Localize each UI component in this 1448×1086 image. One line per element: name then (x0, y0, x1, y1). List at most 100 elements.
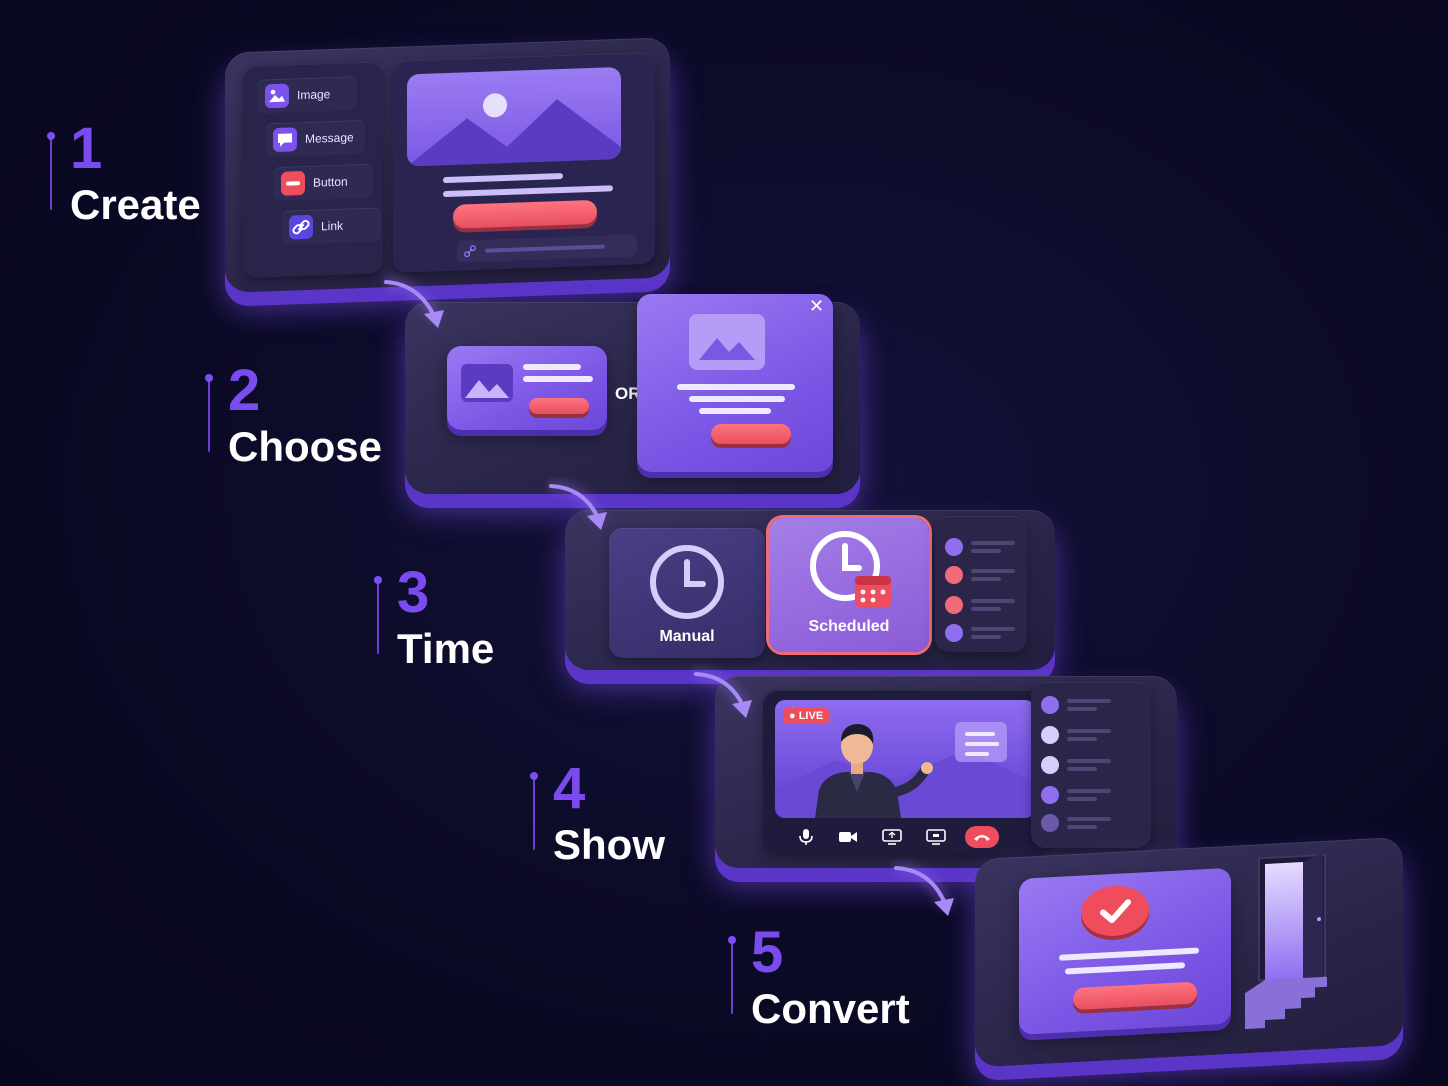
participant-list (1031, 682, 1151, 848)
step-3-title: Time (397, 625, 495, 672)
popup-image (689, 314, 765, 370)
tool-image[interactable]: Image (257, 76, 357, 114)
participant-name-line (1067, 789, 1111, 793)
step-1-dot (47, 132, 55, 140)
conversion-card (1019, 867, 1231, 1035)
scheduled-option[interactable]: Scheduled (769, 518, 929, 652)
tool-image-label: Image (297, 87, 331, 103)
arrow-show-to-convert (894, 866, 954, 916)
attendee-detail-line (971, 607, 1001, 611)
participant-detail-line (1067, 767, 1097, 771)
attendee-detail-line (971, 577, 1001, 581)
attendee-name-line (971, 541, 1015, 545)
live-badge: ● LIVE (783, 708, 830, 724)
convert-panel (975, 836, 1403, 1068)
image-icon (699, 338, 755, 360)
checkmark-icon (1081, 884, 1149, 938)
participant-detail-line (1067, 737, 1097, 741)
step-1-title: Create (70, 181, 201, 228)
clock-calendar-icon (810, 531, 891, 608)
attendee-list (935, 516, 1027, 652)
tool-button-label: Button (313, 174, 348, 190)
attendee-row (945, 538, 1019, 558)
step-4-number: 4 (553, 756, 586, 821)
avatar (945, 624, 963, 642)
content-preview-card (393, 51, 655, 273)
popup-line-3 (699, 408, 771, 414)
share-screen-icon[interactable] (879, 826, 905, 848)
conversion-line-1 (1059, 947, 1199, 961)
open-door-icon (1185, 852, 1327, 1033)
step-5-number: 5 (751, 920, 784, 985)
manual-option[interactable]: Manual (609, 528, 765, 658)
inline-card-image (461, 364, 513, 402)
inline-cta-button[interactable] (529, 398, 589, 414)
avatar (1041, 696, 1059, 714)
time-panel: Manual Scheduled (565, 510, 1055, 670)
participant-row (1041, 726, 1115, 746)
tool-link[interactable]: Link (281, 207, 381, 245)
step-4-line (533, 776, 535, 850)
attendee-detail-line (971, 635, 1001, 639)
inline-card-option[interactable] (447, 346, 607, 430)
image-icon (465, 380, 509, 398)
participant-detail-line (1067, 825, 1097, 829)
participant-name-line (1067, 729, 1111, 733)
step-2-title: Choose (228, 423, 383, 470)
participant-row (1041, 756, 1115, 776)
tool-button[interactable]: Button (273, 163, 373, 202)
screen-icon[interactable] (923, 826, 949, 848)
close-icon[interactable]: ✕ (809, 296, 825, 316)
show-panel: ● LIVE (715, 676, 1177, 868)
step-5-line (731, 940, 733, 1014)
preview-image (407, 66, 621, 167)
step-2-dot (205, 374, 213, 382)
tool-message[interactable]: Message (265, 119, 365, 158)
attendee-name-line (971, 627, 1015, 631)
step-4-dot (530, 772, 538, 780)
avatar (1041, 756, 1059, 774)
preview-link-field[interactable] (457, 234, 637, 263)
popup-cta-button[interactable] (711, 424, 791, 444)
mic-icon[interactable] (793, 826, 819, 848)
attendee-row (945, 596, 1019, 616)
arrow-create-to-choose (384, 280, 444, 328)
hang-up-icon[interactable] (965, 826, 999, 848)
video-stage: ● LIVE (775, 700, 1035, 818)
or-label: OR (615, 384, 641, 403)
clock-icon (650, 545, 724, 619)
presenter-illustration (775, 722, 1035, 818)
scheduled-label: Scheduled (808, 618, 890, 635)
participant-row (1041, 814, 1115, 834)
image-icon (265, 83, 289, 109)
participant-row (1041, 696, 1115, 716)
link-field-line (485, 244, 605, 253)
attendee-row (945, 624, 1019, 644)
step-2-number: 2 (228, 358, 261, 423)
participant-name-line (1067, 759, 1111, 763)
preview-text-line-1 (443, 172, 563, 184)
arrow-time-to-show (694, 672, 752, 718)
message-icon (273, 127, 297, 153)
popup-line-1 (677, 384, 795, 390)
tool-link-label: Link (321, 218, 344, 234)
camera-icon[interactable] (835, 826, 861, 848)
conversion-line-2 (1065, 962, 1185, 975)
element-toolbox: Image Message Button Link (243, 61, 383, 279)
mountain-sun-icon (407, 93, 621, 167)
conversion-cta-button[interactable] (1073, 981, 1197, 1011)
manual-label: Manual (659, 628, 715, 645)
preview-cta-button[interactable] (453, 199, 597, 229)
avatar (1041, 814, 1059, 832)
live-label: LIVE (798, 710, 824, 722)
link-icon (289, 214, 313, 240)
popup-line-2 (689, 396, 785, 402)
avatar (1041, 726, 1059, 744)
avatar (945, 538, 963, 556)
attendee-name-line (971, 599, 1015, 603)
avatar (945, 596, 963, 614)
popup-card-option[interactable]: ✕ (637, 294, 833, 472)
participant-name-line (1067, 817, 1111, 821)
tool-message-label: Message (305, 130, 354, 146)
create-panel: Image Message Button Link (225, 37, 670, 293)
